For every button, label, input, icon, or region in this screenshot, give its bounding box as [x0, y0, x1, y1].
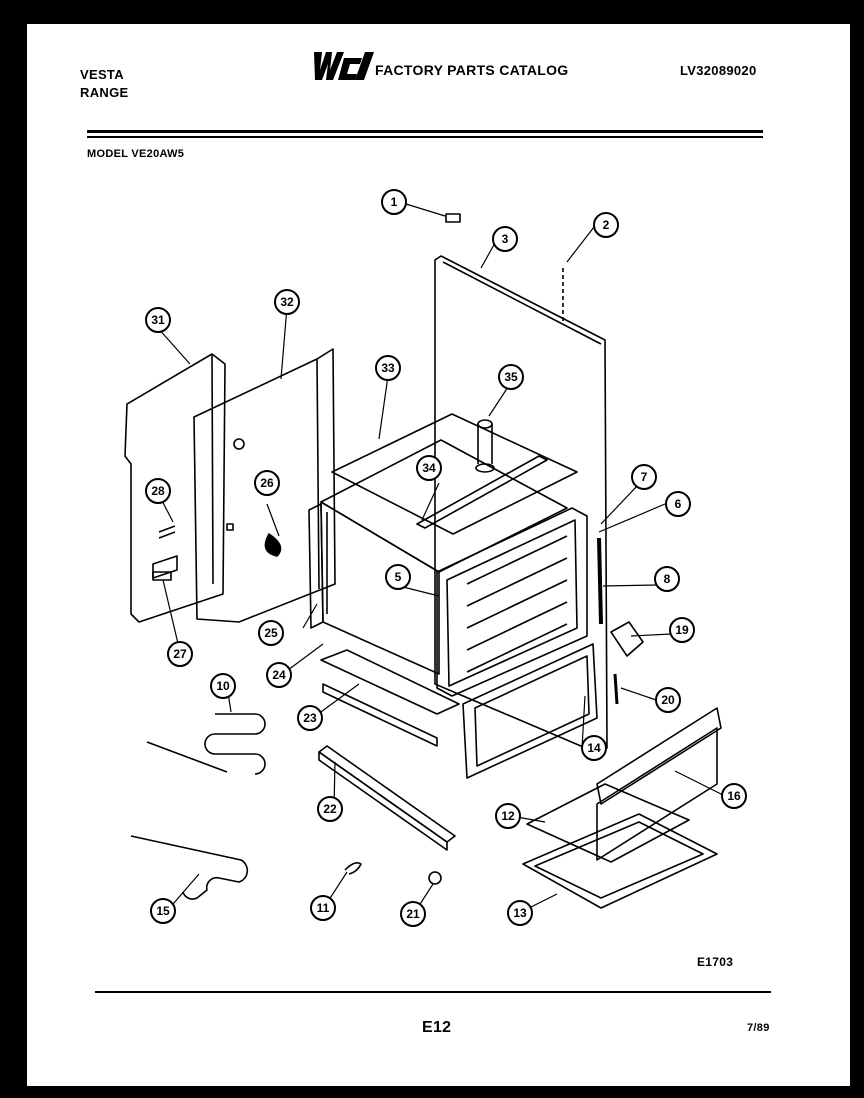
hinge-19 [610, 621, 644, 657]
callout-23: 23 [297, 705, 323, 731]
svg-text:15: 15 [156, 904, 170, 918]
svg-text:19: 19 [675, 623, 689, 637]
callout-22: 22 [317, 796, 343, 822]
svg-text:27: 27 [173, 647, 187, 661]
svg-text:8: 8 [664, 572, 671, 586]
svg-text:33: 33 [381, 361, 395, 375]
brand-name: VESTA [80, 67, 124, 82]
callout-20: 20 [655, 687, 681, 713]
callout-13: 13 [507, 900, 533, 926]
catalog-page: VESTA RANGE FACTORY PARTS CATALOG LV3208… [27, 24, 850, 1086]
callout-3: 3 [492, 226, 518, 252]
diagram-code: E1703 [697, 955, 734, 969]
callout-14: 14 [581, 735, 607, 761]
header-rule-top [87, 130, 763, 133]
footer-rule [95, 991, 771, 993]
pin-20 [613, 673, 619, 705]
callout-32: 32 [274, 289, 300, 315]
svg-text:12: 12 [501, 809, 515, 823]
product-type: RANGE [80, 85, 129, 100]
svg-text:11: 11 [317, 901, 330, 915]
svg-text:23: 23 [303, 711, 317, 725]
callout-2: 2 [593, 212, 619, 238]
callout-16: 16 [721, 783, 747, 809]
wci-logo [314, 52, 374, 80]
seal-8 [597, 537, 603, 625]
clip-11 [344, 862, 362, 875]
svg-text:6: 6 [675, 497, 682, 511]
element-10 [204, 713, 266, 775]
svg-text:24: 24 [272, 668, 286, 682]
svg-text:7: 7 [641, 470, 648, 484]
exploded-parts-diagram: 1 2 3 5 6 7 8 10 11 12 13 14 15 16 19 20… [124, 189, 747, 927]
svg-text:2: 2 [603, 218, 610, 232]
callout-25: 25 [258, 620, 284, 646]
svg-text:32: 32 [280, 295, 294, 309]
drawer-pan-12 [526, 783, 690, 863]
drawer-front-16 [596, 707, 722, 861]
drawer-rail-22 [318, 745, 456, 851]
rail-34 [416, 455, 548, 529]
svg-text:13: 13 [513, 906, 527, 920]
svg-text:35: 35 [504, 370, 518, 384]
oven-top-33 [331, 413, 578, 535]
svg-text:28: 28 [151, 484, 165, 498]
callout-35: 35 [498, 364, 524, 390]
callout-31: 31 [145, 307, 171, 333]
svg-text:5: 5 [395, 570, 402, 584]
callout-1: 1 [381, 189, 407, 215]
svg-text:22: 22 [323, 802, 337, 816]
svg-text:25: 25 [264, 626, 278, 640]
svg-text:34: 34 [422, 461, 436, 475]
catalog-part-number: LV32089020 [680, 63, 757, 78]
callout-24: 24 [266, 662, 292, 688]
oven-door-14 [462, 643, 598, 779]
oven-liner-24 [320, 439, 568, 675]
svg-text:1: 1 [391, 195, 398, 209]
callout-11: 11 [310, 895, 336, 921]
front-frame-5 [436, 507, 588, 697]
callout-15: 15 [150, 898, 176, 924]
svg-text:10: 10 [216, 679, 230, 693]
svg-text:31: 31 [151, 313, 165, 327]
callout-10: 10 [210, 673, 236, 699]
insulation-25 [308, 503, 324, 629]
svg-text:3: 3 [502, 232, 509, 246]
callout-33: 33 [375, 355, 401, 381]
broiler-pan-13 [522, 813, 718, 909]
catalog-title: FACTORY PARTS CATALOG [375, 62, 569, 78]
bracket-27 [152, 555, 178, 579]
header-rule-bottom [87, 136, 763, 138]
callout-6: 6 [665, 491, 691, 517]
side-panel-31 [124, 353, 226, 623]
callout-12: 12 [495, 803, 521, 829]
callout-26: 26 [254, 470, 280, 496]
oven-bottom-23 [320, 649, 460, 747]
callout-28: 28 [145, 478, 171, 504]
revision-date: 7/89 [747, 1022, 770, 1034]
svg-text:21: 21 [406, 907, 420, 921]
svg-text:14: 14 [587, 741, 601, 755]
callout-34: 34 [416, 455, 442, 481]
svg-text:20: 20 [661, 693, 675, 707]
element-10-lead [146, 741, 228, 773]
element-15 [130, 835, 249, 900]
callout-8: 8 [654, 566, 680, 592]
callout-21: 21 [400, 901, 426, 927]
side-panel-32 [193, 348, 336, 623]
callout-27: 27 [167, 641, 193, 667]
callout-5: 5 [385, 564, 411, 590]
leader-lines [156, 203, 726, 913]
svg-text:16: 16 [727, 789, 741, 803]
callout-19: 19 [669, 617, 695, 643]
page-number: E12 [422, 1019, 452, 1036]
callout-7: 7 [631, 464, 657, 490]
svg-text:26: 26 [260, 476, 274, 490]
screw-1 [445, 213, 461, 223]
model-number: MODEL VE20AW5 [87, 148, 185, 160]
glide-21 [428, 871, 442, 885]
